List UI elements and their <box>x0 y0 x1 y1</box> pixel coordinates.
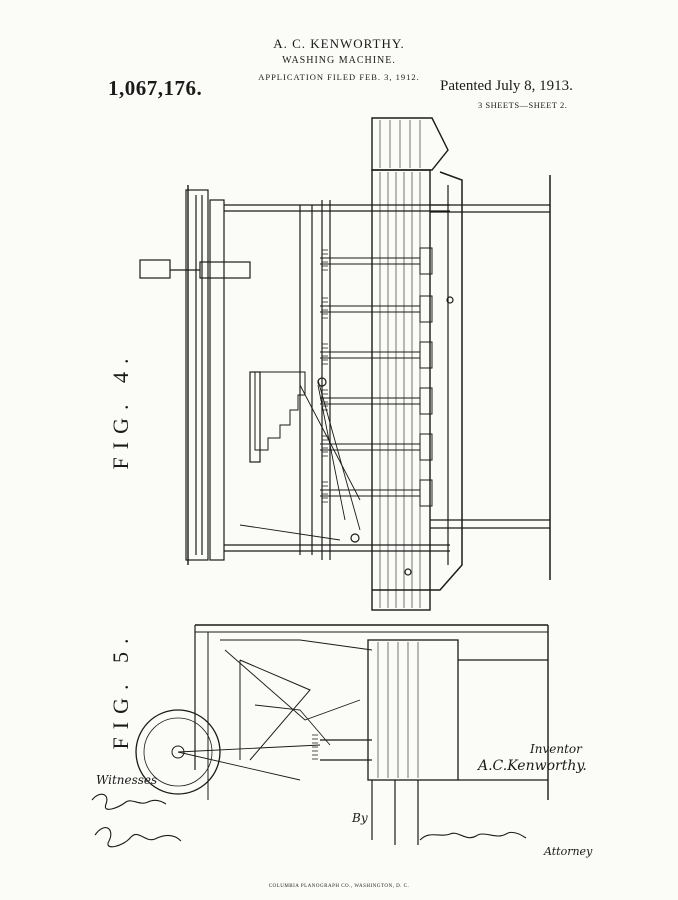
witnesses-label: Witnesses <box>96 773 158 787</box>
inventor-signature: A.C.Kenworthy. <box>478 758 587 774</box>
sheet-info: 3 SHEETS—SHEET 2. <box>478 100 568 110</box>
patented-date: Patented July 8, 1913. <box>440 78 573 94</box>
application-filed-line: APPLICATION FILED FEB. 3, 1912. <box>258 72 420 82</box>
fig4-label: FIG. 4. <box>108 351 133 470</box>
inventor-name: A. C. KENWORTHY. <box>273 36 405 51</box>
fig5-label: FIG. 5. <box>108 631 133 750</box>
fig4-drawing <box>139 117 551 611</box>
printer-line: COLUMBIA PLANOGRAPH CO., WASHINGTON, D. … <box>268 884 410 889</box>
invention-title: WASHING MACHINE. <box>282 55 396 66</box>
patent-number: 1,067,176. <box>108 76 203 100</box>
by-label: By <box>352 811 368 825</box>
fig5-drawing <box>135 624 549 845</box>
inventor-label: Inventor <box>530 742 582 756</box>
attorney-label: Attorney <box>544 845 593 858</box>
pulley-wheel <box>135 709 221 795</box>
fig4-agitators <box>320 247 433 507</box>
witness-signature-strokes <box>91 793 527 848</box>
